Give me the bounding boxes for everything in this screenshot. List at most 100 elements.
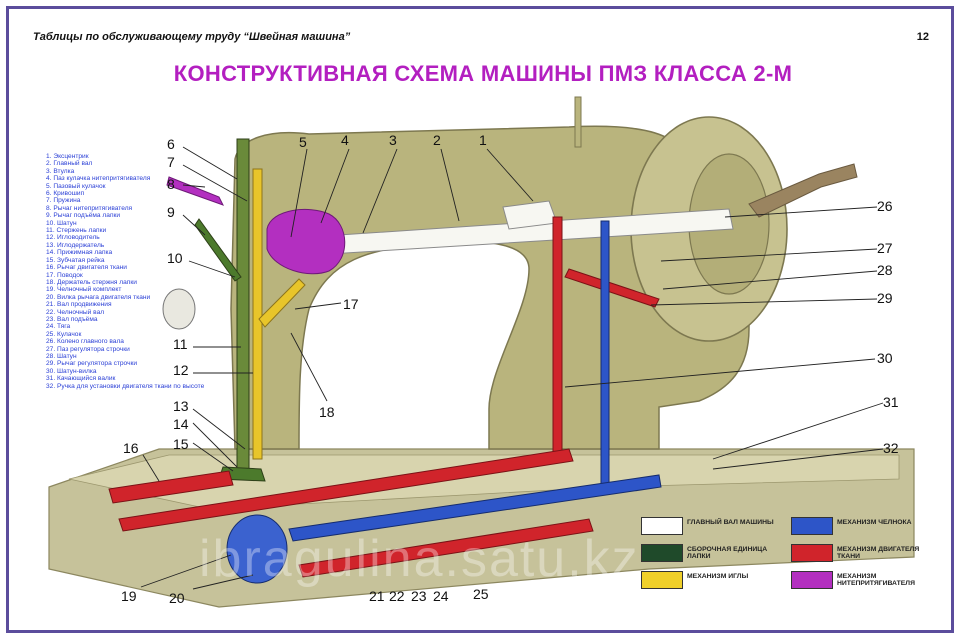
callout-lines [140, 146, 884, 590]
callout-7: 7 [167, 154, 175, 170]
parts-list-item: 8. Рычаг нитепритягивателя [46, 204, 133, 212]
parts-list-item: 9. Рычаг подъёма лапки [46, 212, 121, 220]
callout-13: 13 [173, 398, 189, 414]
parts-list-item: 22. Челночный вал [46, 308, 105, 316]
legend-item: МЕХАНИЗМ ИГЛЫ [641, 571, 791, 589]
callout-8: 8 [167, 176, 175, 192]
callout-3: 3 [389, 132, 397, 148]
parts-list-item: 14. Прижимная лапка [46, 249, 113, 257]
sewing-machine-diagram: 1 2 3 4 5 6 7 8 9 10 11 12 13 14 15 16 1… [48, 96, 915, 608]
callout-numbers: 1 2 3 4 5 6 7 8 9 10 11 12 13 14 15 16 1… [121, 132, 899, 606]
legend-item: МЕХАНИЗМ ДВИГАТЕЛЯ ТКАНИ [791, 544, 941, 562]
callout-9: 9 [167, 204, 175, 220]
callout-12: 12 [173, 362, 189, 378]
series-header: Таблицы по обслуживающему труду “Швейная… [33, 31, 351, 43]
callout-23: 23 [411, 588, 427, 604]
parts-list-item: 18. Держатель стержня лапки [46, 278, 137, 286]
parts-list-item: 25. Кулачок [46, 330, 82, 338]
parts-list-item: 7. Пружина [46, 197, 81, 205]
callout-10: 10 [167, 250, 183, 266]
legend-label: МЕХАНИЗМ ИГЛЫ [687, 573, 749, 580]
take-up-cam [266, 208, 346, 275]
callout-29: 29 [877, 290, 893, 306]
legend-item: ГЛАВНЫЙ ВАЛ МАШИНЫ [641, 517, 791, 535]
callout-14: 14 [173, 416, 189, 432]
legend-item: МЕХАНИЗМ НИТЕПРИТЯГИВАТЕЛЯ [791, 571, 941, 589]
legend-swatch [791, 544, 833, 562]
callout-17: 17 [343, 296, 359, 312]
parts-list-item: 5. Пазовый кулачок [46, 182, 106, 190]
legend-label: МЕХАНИЗМ ЧЕЛНОКА [837, 519, 912, 526]
legend-label: СБОРОЧНАЯ ЕДИНИЦА ЛАПКИ [687, 546, 768, 561]
callout-15: 15 [173, 436, 189, 452]
legend-item: СБОРОЧНАЯ ЕДИНИЦА ЛАПКИ [641, 544, 791, 562]
parts-list-item: 11. Стержень лапки [46, 227, 107, 235]
legend-swatch [641, 544, 683, 562]
parts-list-item: 1. Эксцентрик [46, 153, 89, 160]
feed-shaft-1 [118, 448, 574, 532]
feed-rod-vertical [552, 216, 563, 456]
parts-list-item: 32. Ручка для установки двигателя ткани … [46, 382, 205, 390]
callout-25: 25 [473, 586, 489, 602]
callout-21: 21 [369, 588, 385, 604]
legend-label: МЕХАНИЗМ ДВИГАТЕЛЯ ТКАНИ [837, 546, 920, 561]
parts-list-item: 17. Поводок [46, 271, 83, 279]
parts-list-item: 31. Качающийся валик [46, 375, 116, 383]
callout-11: 11 [173, 336, 188, 352]
parts-list-item: 24. Тяга [46, 323, 71, 331]
callout-4: 4 [341, 132, 349, 148]
parts-list-item: 10. Шатун [46, 219, 77, 227]
callout-22: 22 [389, 588, 405, 604]
parts-list-item: 23. Вал подъёма [46, 315, 98, 323]
parts-list-item: 16. Рычаг двигателя ткани [46, 264, 127, 272]
presser-lever [194, 218, 242, 282]
shuttle-shaft [288, 474, 662, 542]
parts-list-item: 26. Колено главного вала [46, 338, 124, 346]
callout-31: 31 [883, 394, 899, 410]
callout-20: 20 [169, 590, 185, 606]
parts-list-item: 4. Паз кулачка нитепритягивателя [46, 175, 151, 183]
tension-knob [162, 288, 196, 330]
needle-bar [252, 168, 263, 460]
machine-body [230, 125, 750, 450]
page-title: КОНСТРУКТИВНАЯ СХЕМА МАШИНЫ ПМЗ КЛАССА 2… [173, 61, 793, 86]
parts-list-item: 3. Втулка [46, 167, 75, 175]
callout-18: 18 [319, 404, 335, 420]
take-up-lever [166, 176, 225, 206]
parts-list-item: 15. Зубчатая рейка [46, 256, 105, 264]
callout-27: 27 [877, 240, 893, 256]
callout-1: 1 [479, 132, 487, 148]
feed-lever [564, 268, 660, 308]
spool-pin [574, 96, 582, 148]
legend-swatch [791, 517, 833, 535]
parts-list-item: 29. Рычаг регулятора строчки [46, 360, 138, 368]
parts-list-item: 21. Вал продвижения [46, 301, 112, 309]
callout-26: 26 [877, 198, 893, 214]
callout-5: 5 [299, 134, 307, 150]
parts-list-item: 30. Шатун-вилка [46, 367, 97, 375]
parts-list-item: 28. Шатун [46, 352, 77, 360]
callout-2: 2 [433, 132, 441, 148]
parts-list-item: 20. Вилка рычага двигателя ткани [46, 293, 151, 301]
callout-30: 30 [877, 350, 893, 366]
callout-24: 24 [433, 588, 449, 604]
parts-list-item: 13. Иглодержатель [46, 241, 105, 249]
legend-swatch [641, 517, 683, 535]
parts-list-item: 2. Главный вал [46, 160, 93, 168]
feed-shaft-2 [298, 518, 594, 578]
crank-handle [748, 163, 858, 218]
legend-swatch [791, 571, 833, 589]
parts-list-item: 27. Паз регулятора строчки [46, 345, 130, 353]
presser-bar [236, 138, 250, 470]
parts-list-item: 6. Кривошип [46, 190, 85, 198]
callout-19: 19 [121, 588, 137, 604]
needle-link [258, 278, 306, 328]
callout-32: 32 [883, 440, 899, 456]
callout-6: 6 [167, 136, 175, 152]
feed-fork [108, 470, 234, 504]
legend-swatch [641, 571, 683, 589]
page-number: 12 [916, 31, 929, 43]
callout-28: 28 [877, 262, 893, 278]
legend-label: ГЛАВНЫЙ ВАЛ МАШИНЫ [687, 519, 774, 526]
poster: 1 2 3 4 5 6 7 8 9 10 11 12 13 14 15 16 1… [6, 6, 954, 633]
